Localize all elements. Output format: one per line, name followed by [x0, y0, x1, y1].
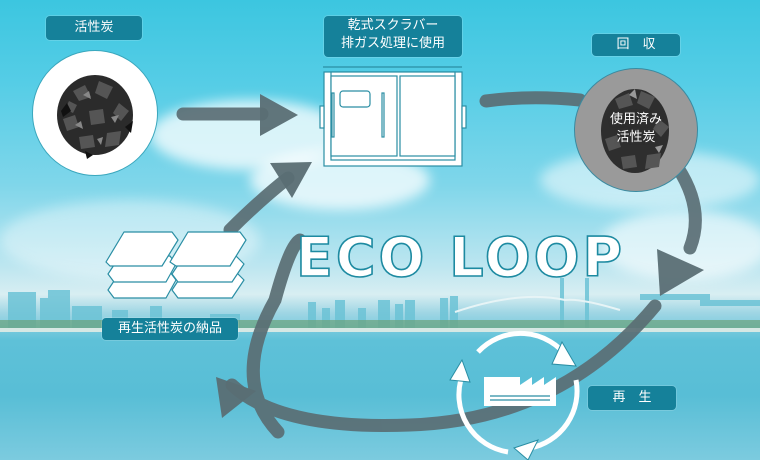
used-carbon-granules-icon: [601, 89, 669, 173]
used-carbon-image: 使用済み 活性炭: [574, 68, 698, 192]
carbon-granules-icon: [57, 75, 133, 159]
step-label-activated-carbon: 活性炭: [46, 16, 142, 40]
eco-loop-title: ECO LOOP: [295, 226, 626, 289]
step-label-delivery: 再生活性炭の納品: [102, 318, 238, 340]
used-carbon-caption: 使用済み 活性炭: [575, 111, 697, 147]
step-label-text: 活性炭: [74, 20, 114, 35]
used-carbon-line1: 使用済み: [609, 112, 662, 127]
arrowhead: [260, 94, 298, 136]
arrowhead: [270, 162, 312, 198]
step-label-text: 再生活性炭の納品: [117, 321, 222, 336]
activated-carbon-image: [32, 50, 158, 176]
step-label-line2: 排ガス処理に使用: [340, 36, 445, 51]
step-label-text: 再 生: [612, 390, 652, 405]
step-label-dry-scrubber: 乾式スクラバー 排ガス処理に使用: [324, 16, 462, 57]
arrowhead: [216, 377, 256, 418]
step-label-collection: 回 収: [592, 34, 680, 56]
step-label-regeneration: 再 生: [588, 386, 676, 410]
step-label-text: 回 収: [616, 37, 656, 52]
shoreline: [0, 328, 760, 332]
arrowhead: [657, 249, 704, 296]
used-carbon-line2: 活性炭: [616, 130, 656, 145]
step-label-line1: 乾式スクラバー: [347, 18, 439, 33]
